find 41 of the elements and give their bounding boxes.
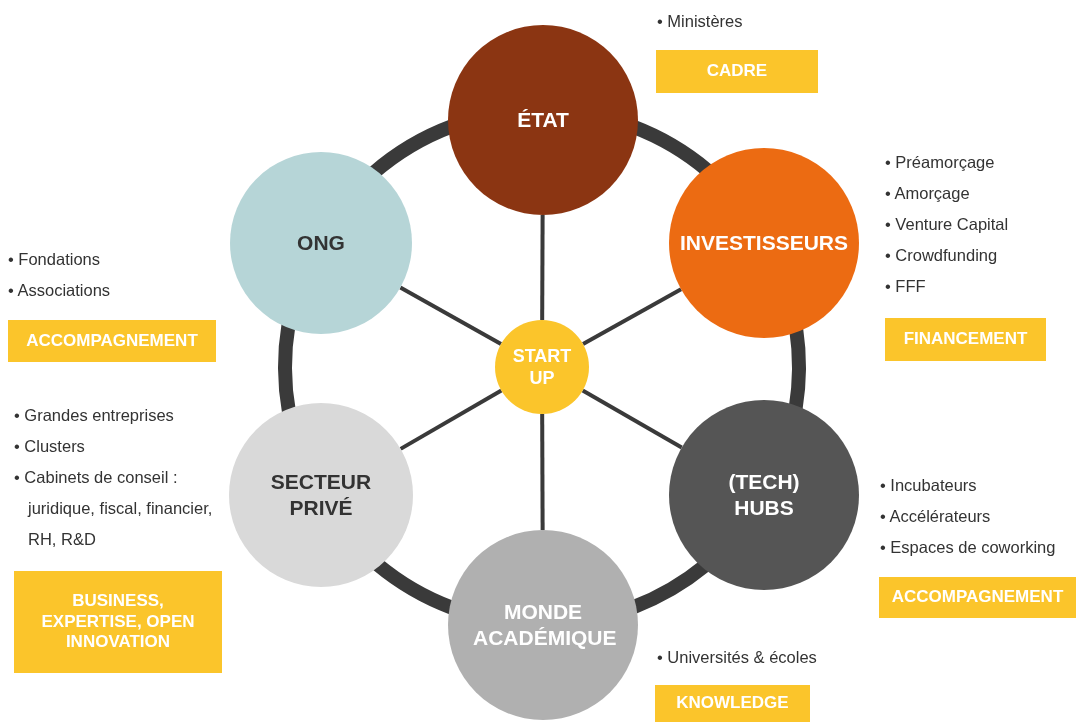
bullet-item: • Préamorçage bbox=[885, 153, 995, 171]
bullet-item: • Crowdfunding bbox=[885, 246, 998, 264]
bullet-item: • Incubateurs bbox=[880, 476, 977, 494]
category-label-box bbox=[885, 318, 1046, 361]
node-label: ONG bbox=[296, 229, 346, 256]
spoke-line bbox=[540, 215, 545, 320]
bullet-item: • Fondations bbox=[8, 250, 100, 268]
spoke-line bbox=[540, 414, 545, 530]
spoke-line bbox=[399, 388, 503, 451]
ring-connector bbox=[278, 323, 296, 413]
spoke-line bbox=[582, 287, 683, 346]
node-label: ÉTAT bbox=[516, 106, 570, 133]
bullet-item: • Cabinets de conseil : juridique, fiscal, financier, RH, R&D bbox=[14, 468, 213, 548]
category-label-box bbox=[879, 577, 1076, 618]
node-label: FINANCEMENT bbox=[903, 329, 1028, 350]
spoke-line bbox=[581, 388, 683, 450]
bullet-item: • Grandes entreprises bbox=[14, 406, 174, 424]
category-label-box bbox=[14, 571, 222, 673]
spoke-line bbox=[399, 285, 502, 346]
bullet-item: • Clusters bbox=[14, 437, 85, 455]
node-label: BUSINESS, EXPERTISE, OPEN INNOVATION bbox=[40, 591, 196, 653]
node-label: SECTEUR PRIVÉ bbox=[269, 468, 373, 521]
node-label: CADRE bbox=[706, 61, 768, 82]
node-label: INVESTISSEURS bbox=[678, 229, 849, 256]
bullet-item: • Venture Capital bbox=[885, 215, 1009, 233]
bullet-item: • Amorçage bbox=[885, 184, 970, 202]
bullet-item: • Associations bbox=[8, 281, 111, 299]
bullet-item: • Espaces de coworking bbox=[880, 538, 1056, 556]
category-label-box bbox=[8, 320, 216, 362]
ring-connector bbox=[788, 328, 806, 410]
bullet-item: • Universités & écoles bbox=[657, 648, 817, 666]
node-label: START UP bbox=[512, 344, 572, 390]
node-label: ACCOMPAGNEMENT bbox=[26, 330, 198, 352]
category-label-box bbox=[655, 685, 810, 722]
bullet-item: • Accélérateurs bbox=[880, 507, 991, 525]
bullet-item: • FFF bbox=[885, 277, 926, 295]
category-label-box bbox=[656, 50, 818, 93]
node-label: KNOWLEDGE bbox=[676, 693, 789, 714]
node-label: (TECH) HUBS bbox=[727, 468, 801, 521]
node-label: ACCOMPAGNEMENT bbox=[891, 587, 1064, 608]
bullet-item: • Ministères bbox=[657, 12, 743, 30]
